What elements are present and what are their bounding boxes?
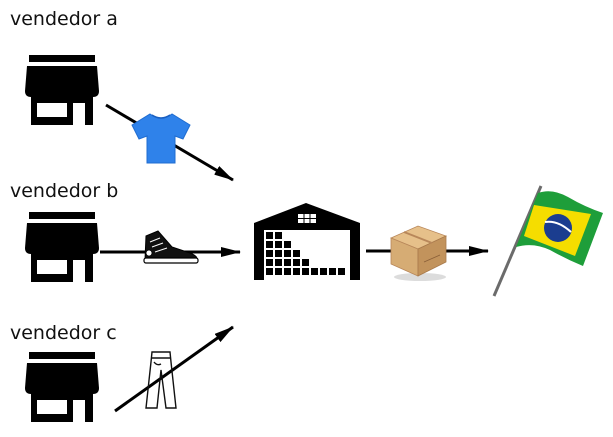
vendor-label-c: vendedor c <box>10 322 117 344</box>
store-icon-a <box>25 55 99 125</box>
cardboard-box-icon <box>389 225 448 281</box>
store-icon-b <box>25 212 99 282</box>
t-shirt-icon <box>131 113 191 164</box>
warehouse-icon <box>254 203 360 280</box>
vendor-label-b: vendedor b <box>10 180 119 202</box>
arrow-c-to-warehouse <box>114 325 234 413</box>
brazil-flag-icon <box>492 185 603 297</box>
sneaker-icon <box>143 230 199 264</box>
vendor-label-a: vendedor a <box>10 8 118 30</box>
jeans-icon <box>145 351 177 409</box>
store-icon-c <box>25 352 99 422</box>
